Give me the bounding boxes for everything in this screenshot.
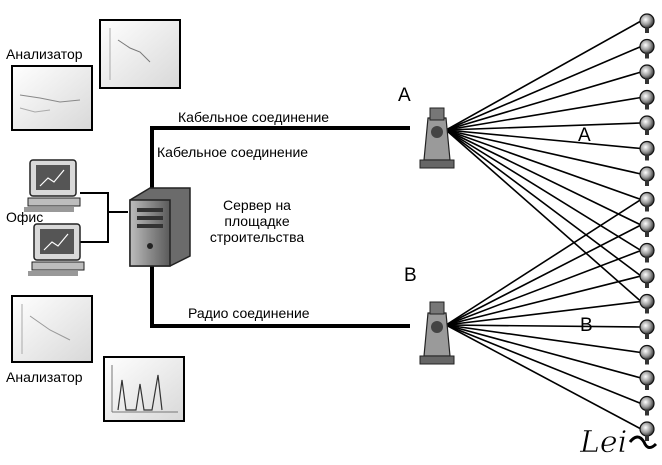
chart-window-icon <box>11 65 93 131</box>
prism-icon <box>639 421 655 441</box>
office-link-lines <box>80 192 109 243</box>
group-a-label: A <box>578 125 591 146</box>
server-label: Сервер на площадке строительства <box>197 197 317 245</box>
prism-link-line <box>445 129 642 277</box>
group-b-label: B <box>580 315 593 336</box>
station-b-label: B <box>404 265 417 286</box>
analyzer-label-top: Анализатор <box>6 46 83 62</box>
prism-link-line <box>445 324 642 405</box>
server-label-line-1: Сервер на <box>223 197 291 213</box>
leica-logo: Lei <box>579 425 658 460</box>
prism-icon <box>639 268 655 288</box>
prism-icon <box>639 64 655 84</box>
prism-link-line <box>445 224 642 326</box>
prism-link-line <box>445 122 642 131</box>
prism-icon <box>639 242 655 263</box>
prism-link-line <box>445 129 642 175</box>
prism-link-line <box>445 45 642 131</box>
prism-link-line <box>445 129 642 226</box>
cable-connection-label-2: Кабельное соединение <box>157 144 309 160</box>
prism-link-line <box>445 300 642 326</box>
prism-icon <box>639 115 655 135</box>
prism-link-line <box>445 324 642 328</box>
chart-window-icon <box>103 356 185 422</box>
radio-connection-label: Радио соединение <box>188 305 310 321</box>
prism-icon <box>639 140 655 161</box>
office-label: Офис <box>6 209 44 225</box>
prism-connection-lines <box>445 20 642 430</box>
svg-text:Lei: Lei <box>579 425 627 460</box>
prism-icon <box>639 395 655 416</box>
station-a-label: A <box>398 85 411 106</box>
cable-connection-label-1: Кабельное соединение <box>178 109 330 125</box>
server-tower-icon <box>129 187 191 267</box>
prism-link-line <box>445 249 642 326</box>
prism-icon <box>639 293 655 314</box>
prism-icon <box>639 217 655 237</box>
prism-icon <box>639 344 655 365</box>
total-station-icon <box>419 107 455 169</box>
analyzer-label-bottom: Анализатор <box>6 369 83 385</box>
prism-link-line <box>445 324 642 430</box>
prism-link-line <box>445 129 642 201</box>
computer-icon <box>28 223 85 276</box>
prism-icon <box>639 13 655 33</box>
prism-link-line <box>445 96 642 131</box>
chart-window-icon <box>99 19 181 89</box>
prism-link-line <box>445 198 642 326</box>
prism-link-line <box>445 324 642 379</box>
server-label-line-2: площадке <box>224 213 290 229</box>
prism-icon <box>639 38 655 59</box>
computer-icon <box>24 159 81 212</box>
prism-column <box>639 13 655 441</box>
prism-icon <box>639 370 655 390</box>
prism-link-line <box>445 71 642 131</box>
chart-window-icon <box>11 295 93 363</box>
prism-icon <box>639 191 655 212</box>
prism-link-line <box>445 324 642 354</box>
prism-link-line <box>445 129 642 252</box>
prism-icon <box>639 89 655 110</box>
prism-link-line <box>445 129 642 150</box>
prism-link-line <box>445 275 642 326</box>
total-station-icon <box>419 301 455 365</box>
prism-link-line <box>445 20 642 131</box>
prism-link-line <box>445 129 642 303</box>
prism-icon <box>639 319 655 339</box>
prism-icon <box>639 166 655 186</box>
server-label-line-3: строительства <box>209 229 305 245</box>
